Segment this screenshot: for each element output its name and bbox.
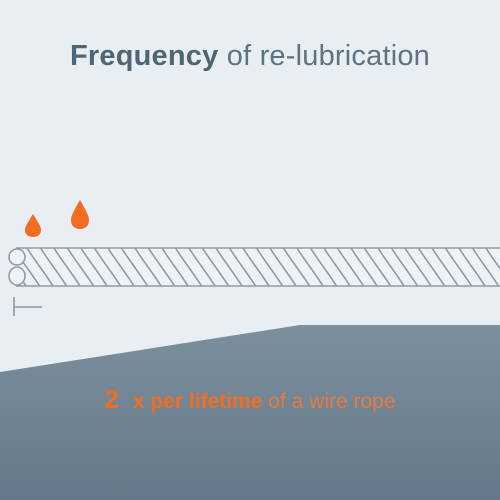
- rope-strand: [201, 248, 230, 286]
- rope-strand: [39, 248, 68, 286]
- frequency-context: of a wire rope: [262, 390, 396, 413]
- rope-strand: [16, 248, 27, 286]
- rope-strand: [215, 248, 243, 286]
- rope-strand: [242, 248, 270, 286]
- oil-drop-icon: [71, 200, 89, 229]
- title-rest: of re-lubrication: [218, 40, 430, 72]
- rope-strand: [147, 248, 176, 286]
- rope-strand: [363, 248, 392, 286]
- rope-strand: [296, 248, 324, 286]
- rope-strand: [93, 248, 122, 286]
- rope-strand: [471, 248, 500, 286]
- rope-strand: [269, 248, 297, 286]
- page-title: Frequency of re-lubrication: [0, 40, 500, 73]
- rope-strand: [228, 248, 257, 286]
- position-marker-icon: [13, 297, 42, 316]
- oil-drop-icon: [25, 214, 41, 237]
- frequency-number: 2: [104, 384, 119, 414]
- rope-strand: [323, 248, 351, 286]
- rope-strand: [255, 248, 284, 286]
- rope-strand: [161, 248, 189, 286]
- rope-strand: [404, 248, 432, 286]
- rope-strand: [485, 248, 500, 286]
- rope-strand: [80, 248, 108, 286]
- rope-strand: [309, 248, 338, 286]
- rope-strand: [390, 248, 419, 286]
- rope-strand: [282, 248, 311, 286]
- rope-strand: [458, 248, 486, 286]
- rope-strand: [66, 248, 95, 286]
- rope-strand: [377, 248, 405, 286]
- frequency-caption: 2 x per lifetime of a wire rope: [0, 384, 500, 415]
- rope-strand: [174, 248, 203, 286]
- rope-strand: [120, 248, 149, 286]
- rope-strand: [134, 248, 162, 286]
- rope-strand: [53, 248, 81, 286]
- frequency-unit: x per lifetime: [132, 390, 263, 413]
- wire-rope: [8, 247, 500, 287]
- rope-strand: [16, 248, 41, 286]
- rope-strand: [188, 248, 216, 286]
- rope-strand: [350, 248, 378, 286]
- rope-strand: [336, 248, 365, 286]
- rope-strand: [417, 248, 446, 286]
- rope-strand: [444, 248, 473, 286]
- rope-strand: [107, 248, 135, 286]
- lower-panel: [0, 325, 500, 500]
- title-highlight: Frequency: [70, 40, 219, 72]
- rope-strand: [26, 248, 54, 286]
- rope-strand: [431, 248, 459, 286]
